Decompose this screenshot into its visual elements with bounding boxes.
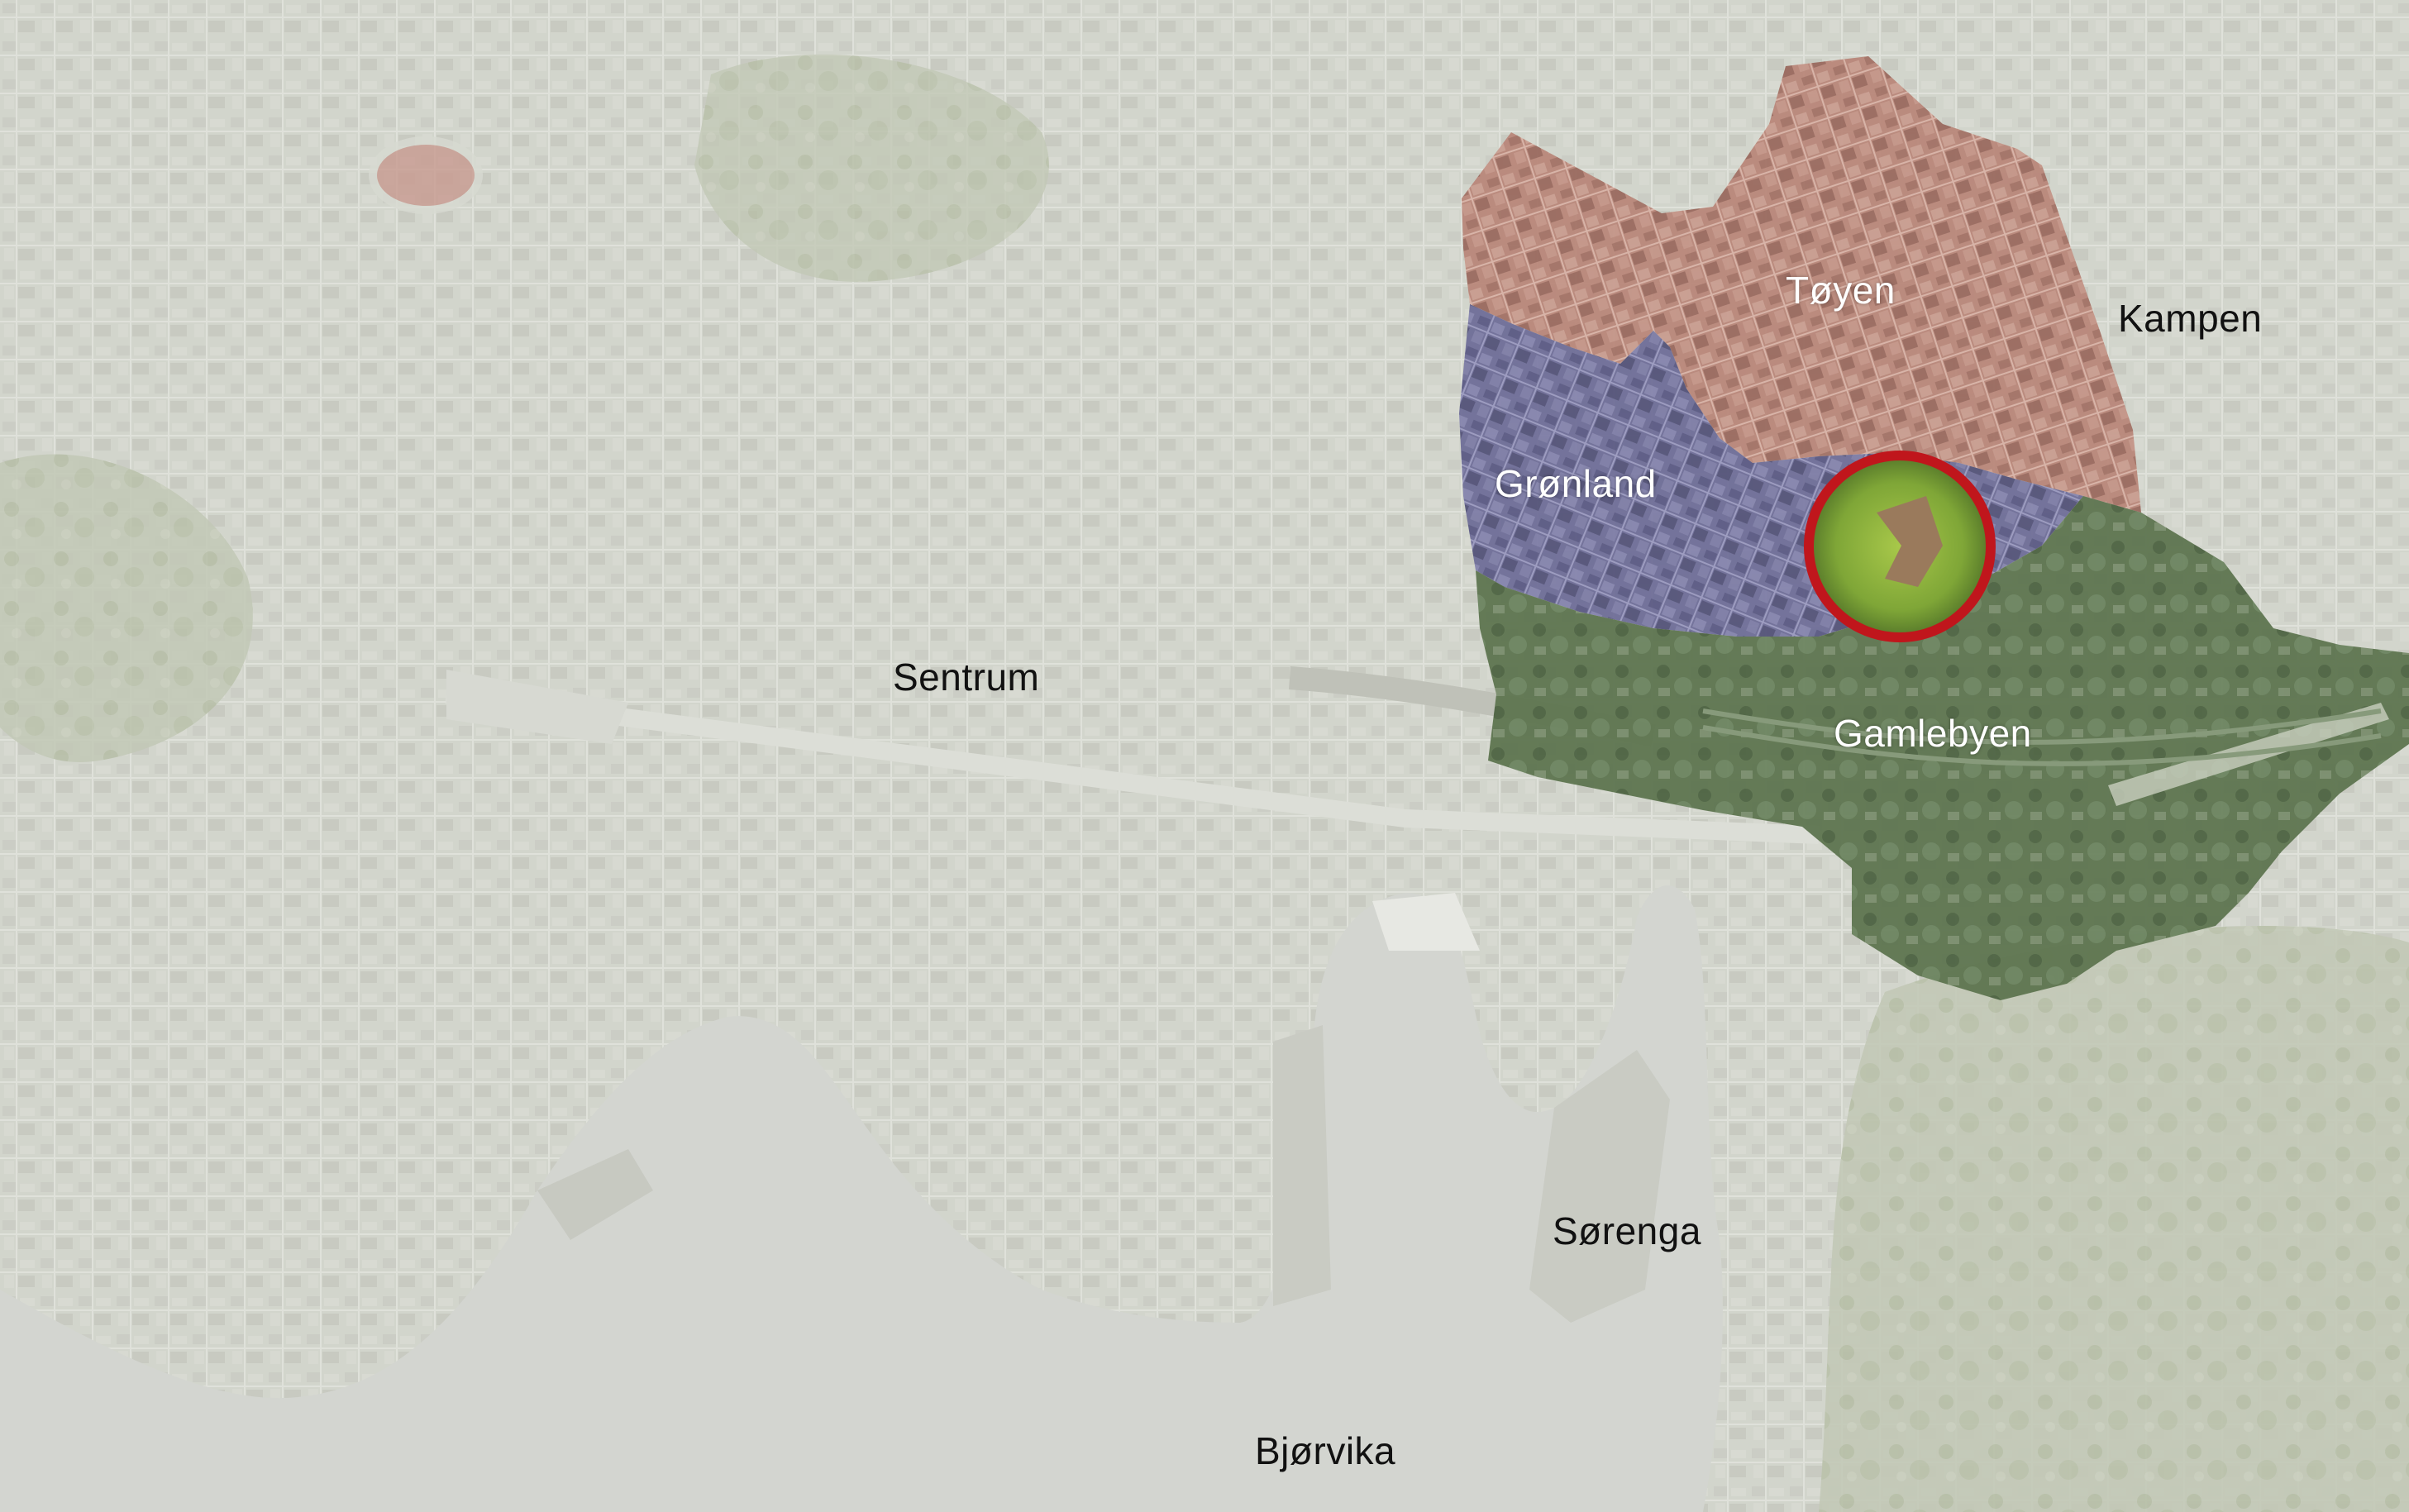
label-bjorvika: Bjørvika — [1255, 1429, 1396, 1472]
label-gamlebyen: Gamlebyen — [1834, 712, 2032, 755]
stadium — [369, 136, 483, 214]
opera-roof — [1372, 893, 1480, 951]
park-site — [1809, 456, 1991, 637]
highlight-ring — [1804, 451, 1996, 642]
rail-yard-lines — [1702, 708, 2382, 766]
label-kampen: Kampen — [2118, 297, 2263, 340]
forest-area-north — [694, 54, 1049, 282]
park-building — [1877, 496, 1943, 587]
pier-west — [537, 1149, 653, 1240]
forest-area-east — [1819, 926, 2409, 1512]
label-gronland: Grønland — [1495, 462, 1657, 505]
main-avenue — [445, 685, 1820, 844]
district-gamlebyen — [1476, 496, 2409, 1000]
district-toyen — [1462, 56, 2141, 513]
palace-plaza — [446, 670, 628, 744]
label-sorenga: Sørenga — [1553, 1209, 1701, 1252]
forest-area-west — [0, 454, 253, 762]
label-sentrum: Sentrum — [893, 656, 1040, 699]
pier-center — [1273, 1025, 1331, 1306]
pier-sorenga — [1529, 1050, 1670, 1323]
label-toyen: Tøyen — [1786, 269, 1896, 312]
harbour-water — [0, 885, 1723, 1512]
